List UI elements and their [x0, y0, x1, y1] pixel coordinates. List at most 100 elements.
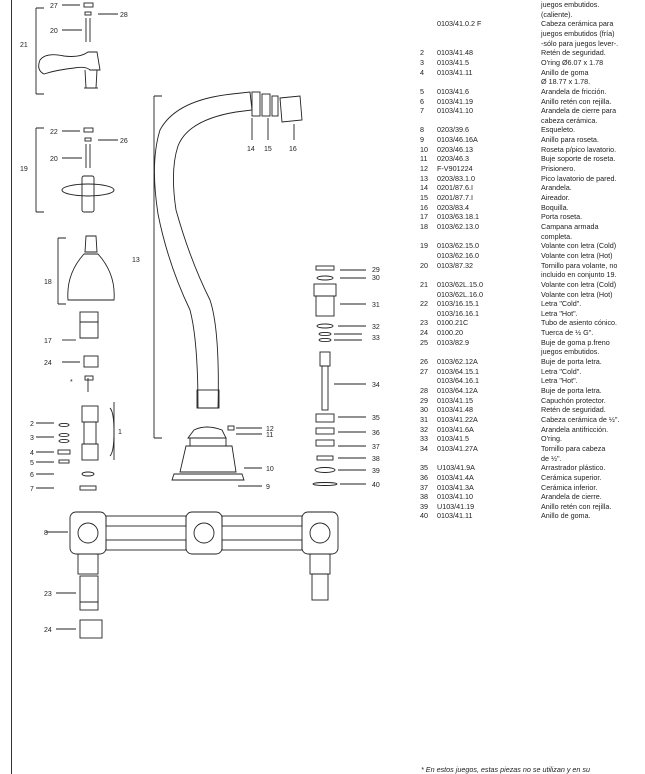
part-description: Tuerca de ½ G".: [541, 328, 594, 338]
part-number: 17: [420, 212, 428, 222]
part-code: 0201/87.7.I: [437, 193, 473, 202]
part-description: completa.: [541, 231, 573, 241]
part-code: 0103/41.0.2 F: [437, 19, 482, 29]
part-code: 0103/62.16.0: [437, 250, 479, 260]
part-number: 4: [420, 67, 424, 77]
part-number: 24: [420, 328, 428, 338]
callout-20b: 20: [50, 156, 58, 163]
callout-26: 26: [120, 138, 128, 145]
callout-39: 39: [372, 468, 380, 475]
callout-24: 24: [44, 360, 52, 367]
part-description: Campana armada: [541, 221, 599, 231]
part-number: 13: [420, 173, 428, 183]
part-number: 37: [420, 482, 428, 492]
part-number: 7: [420, 106, 424, 116]
callout-19: 19: [20, 166, 28, 173]
frame-line: [11, 0, 12, 774]
part-description: Anillo retén con rejilla.: [541, 96, 612, 106]
part-number: 2: [420, 48, 424, 58]
callout-9: 9: [266, 484, 270, 491]
part-code: 0103/41.11: [437, 67, 473, 77]
callout-33: 33: [372, 335, 380, 342]
callout-4: 4: [30, 450, 34, 457]
callout-37: 37: [372, 444, 380, 451]
callout-8: 8: [44, 530, 48, 537]
part-number: 27: [420, 366, 428, 376]
part-code: 0203/46.3: [437, 154, 469, 164]
part-number: 18: [420, 221, 428, 231]
part-code: 0103/41.15: [437, 395, 473, 405]
part-number: 23: [420, 318, 428, 328]
part-code: U103/41.9A: [437, 463, 475, 473]
part-number: 8: [420, 125, 424, 135]
part-description: Buje soporte de roseta.: [541, 154, 616, 164]
part-description: Arandela antifricción.: [541, 424, 609, 434]
part-number: 22: [420, 299, 428, 309]
part-number: 20: [420, 260, 428, 270]
part-description: Tornillo para volante, no: [541, 260, 618, 270]
part-code: 0103/87.32: [437, 260, 473, 270]
callout-11: 11: [266, 432, 273, 439]
part-code: 0103/41.48: [437, 405, 473, 415]
callout-15: 15: [264, 146, 272, 153]
part-code: 0203/83.1.0: [437, 173, 475, 183]
callout-2: 2: [30, 421, 34, 428]
part-code: 0103/41.11: [437, 511, 473, 521]
part-description: Tornillo para cabeza: [541, 443, 606, 453]
part-description: Letra "Cold".: [541, 299, 582, 309]
part-number: 9: [420, 135, 424, 145]
part-description: Boquilla.: [541, 202, 569, 212]
callout-21: 21: [20, 42, 28, 49]
callout-20: 20: [50, 28, 58, 35]
part-description: Arandela de cierre para: [541, 106, 617, 116]
part-description: Cabeza cerámica para: [541, 19, 614, 29]
part-description: Aireador.: [541, 193, 570, 202]
part-code: 0103/41.3A: [437, 482, 474, 492]
part-code: 0103/41.5: [437, 434, 469, 444]
callout-34: 34: [372, 382, 380, 389]
part-number: 36: [420, 472, 428, 482]
callout-32: 32: [372, 324, 380, 331]
footnote: * En estos juegos, estas piezas no se ut…: [421, 765, 591, 774]
part-code: 0103/62.12A: [437, 357, 478, 367]
part-code: 0103/41.6: [437, 86, 469, 96]
part-description: O'ring.: [541, 434, 562, 444]
part-code: 0103/41.48: [437, 48, 473, 58]
part-code: 0103/64.16.1: [437, 376, 479, 386]
callout-16: 16: [289, 146, 297, 153]
part-number: 19: [420, 241, 428, 251]
part-number: 29: [420, 395, 428, 405]
part-code: 0103/64.15.1: [437, 366, 479, 376]
part-code: 0103/41.10: [437, 106, 473, 116]
part-description: incluido en conjunto 19.: [541, 270, 617, 280]
part-code: 0103/16.15.1: [437, 299, 479, 309]
part-code: 0103/41.27A: [437, 443, 478, 453]
part-description: Tubo de asiento cónico.: [541, 318, 618, 328]
part-description: Cerámica inferior.: [541, 482, 598, 492]
part-number: 30: [420, 405, 428, 415]
exploded-diagram: 27 28 20 21 22 26 20 19 18 17 24 2 3 4 5…: [20, 2, 380, 639]
callout-31: 31: [372, 302, 380, 309]
part-number: 38: [420, 492, 428, 502]
part-code: 0103/41.6A: [437, 424, 474, 434]
callout-24b: 24: [44, 627, 52, 634]
part-number: 3: [420, 57, 424, 67]
part-description: Buje de porta letra.: [541, 386, 602, 395]
part-code: 0103/16.16.1: [437, 308, 479, 318]
part-code: 0103/62L.16.0: [437, 289, 483, 299]
callout-18: 18: [44, 279, 52, 286]
part-description: Anillo para roseta.: [541, 135, 599, 145]
part-number: 11: [420, 154, 428, 164]
part-number: 35: [420, 463, 428, 473]
part-description: Cabeza cerámica de ½".: [541, 414, 620, 424]
callout-17: 17: [44, 338, 52, 345]
part-code: 0103/64.12A: [437, 386, 478, 395]
part-number: 21: [420, 279, 428, 289]
part-code: 0203/39.6: [437, 125, 469, 135]
part-number: 31: [420, 414, 428, 424]
part-description: Buje de goma p.freno: [541, 337, 610, 347]
part-code: 0103/62L.15.0: [437, 279, 483, 289]
part-number: 40: [420, 511, 428, 521]
part-description: Volante con letra (Cold): [541, 241, 617, 251]
